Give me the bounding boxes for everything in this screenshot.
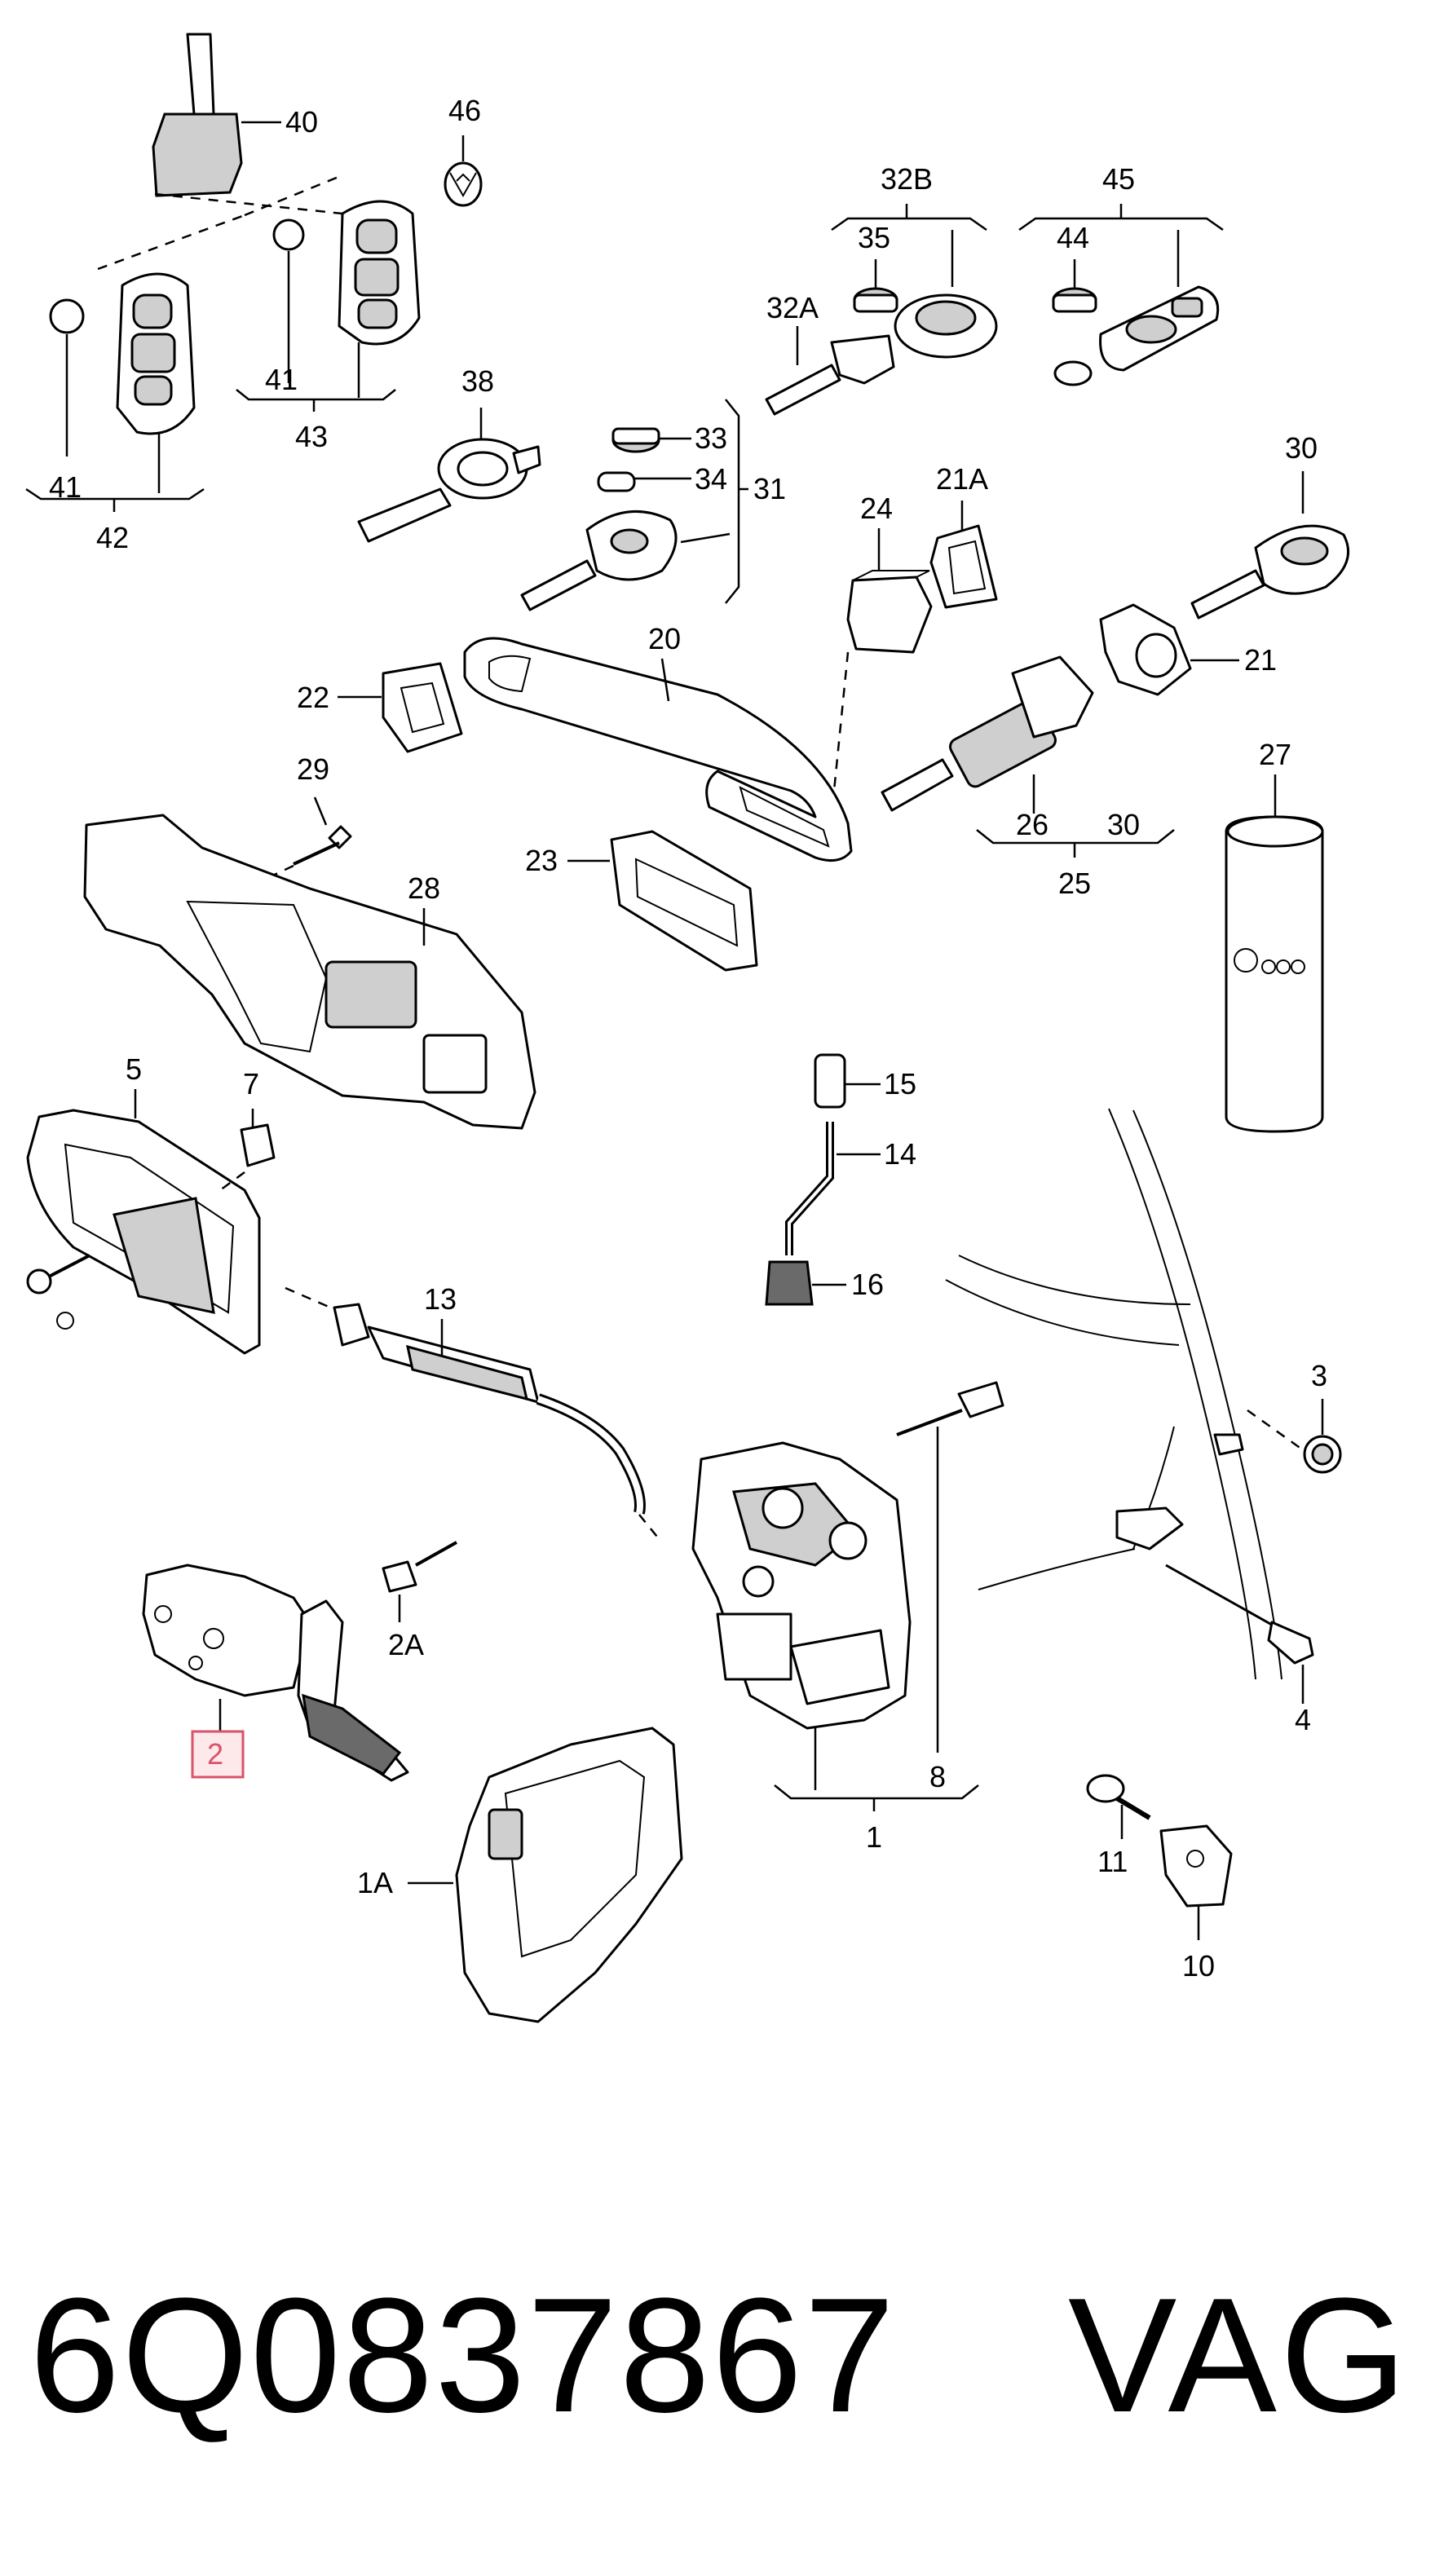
screw-part-11 [1086,1774,1151,1839]
button-part-15 [814,1053,881,1109]
callout-32b: 32B [881,162,933,196]
callout-33: 33 [695,421,727,455]
striker-plate-part-10 [1159,1824,1233,1940]
key-with-light-part-31 [520,510,731,611]
outer-handle-part-20 [463,637,853,862]
callout-21: 21 [1244,643,1277,677]
remote-housing-part-32b [894,293,998,359]
gasket-part-23 [567,830,758,972]
callout-15: 15 [884,1067,916,1101]
cap-part-24 [846,528,933,654]
spray-can-part-27 [1225,774,1324,1133]
gasket-part-21a [929,501,998,609]
callout-2a: 2A [388,1628,424,1661]
callout-44: 44 [1057,221,1089,254]
inner-handle-part-5 [26,1089,261,1355]
callout-24: 24 [860,492,893,525]
callout-42: 42 [96,521,129,554]
callout-8: 8 [929,1760,946,1793]
grommet-part-16 [765,1260,846,1306]
callout-7: 7 [243,1067,259,1101]
callout-22: 22 [297,681,329,714]
remote-key-part-45 [1053,285,1220,386]
callout-21a: 21A [936,462,988,496]
lock-bezel-part-21 [1099,603,1239,696]
folding-key-part-38 [357,408,541,543]
callout-27: 27 [1259,738,1291,771]
callout-30-top: 30 [1285,431,1318,465]
handle-carrier-part-28 [83,814,536,1130]
rod-part-14 [785,1122,881,1255]
callout-45: 45 [1102,162,1135,196]
callout-38: 38 [461,364,494,398]
key-shell-right [338,200,421,346]
vw-badge-part-46 [444,135,483,207]
lock-carrier-part-1a [408,1727,683,2023]
brand-label: VAG [1068,2265,1410,2446]
bushing-part-2a [382,1541,457,1622]
callout-1: 1 [866,1820,882,1854]
callout-20: 20 [648,622,681,655]
bulb-part-34 [597,471,691,492]
callout-13: 13 [424,1282,457,1316]
bowden-cable-part-13 [333,1303,646,1515]
key-shell-left [116,272,196,435]
o-ring-41-right [272,218,305,251]
lock-cylinder-part-26 [881,655,1094,814]
callout-4: 4 [1295,1703,1311,1736]
button-cap-part-33 [611,427,691,453]
door-opening-body [945,1108,1282,1680]
callout-34: 34 [695,462,727,496]
key-blade-part-32a [765,334,895,416]
callout-2[interactable]: 2 [207,1737,223,1771]
button-cap-part-35 [853,287,898,313]
callout-3: 3 [1311,1359,1327,1392]
screw-part-29 [293,796,352,866]
footer: 6Q0837867 VAG [0,2234,1448,2478]
key-part-30-top [1190,471,1350,620]
striker-bushing-part-3 [1247,1399,1342,1474]
callout-43: 43 [295,420,328,453]
callout-16: 16 [851,1268,884,1301]
bracket-part-2 [142,1564,409,1782]
callout-26: 26 [1016,808,1048,841]
callout-41-upper: 41 [265,363,298,396]
callout-31: 31 [753,472,786,505]
battery-part-44 [1052,287,1097,313]
door-lock-part-1 [691,1441,912,1790]
clip-part-7 [240,1109,276,1167]
bolt-part-4 [1165,1564,1314,1704]
callout-40: 40 [285,105,318,139]
callout-35: 35 [858,221,890,254]
callout-29: 29 [297,752,329,786]
callout-14: 14 [884,1137,916,1171]
callout-30-bottom: 30 [1107,808,1140,841]
part-number-label: 6Q0837867 [29,2265,897,2446]
callout-41-lower: 41 [49,470,82,504]
key-fob-blade-part-40 [152,33,281,197]
callout-23: 23 [525,844,558,877]
callout-5: 5 [126,1052,142,1086]
callout-28: 28 [408,871,440,905]
callout-10: 10 [1182,1949,1215,1983]
gasket-part-22 [338,662,463,753]
callout-1a: 1A [357,1866,393,1899]
callout-25: 25 [1058,867,1091,900]
highlight-box-part-2 [191,1730,245,1779]
pin-part-8 [896,1381,1004,1753]
o-ring-41-left [49,298,85,334]
exploded-parts-diagram: 40 41 42 41 43 46 38 [25,33,1350,2023]
screw-left [26,1254,90,1330]
callout-32a: 32A [766,291,819,324]
callout-11: 11 [1097,1845,1128,1878]
callout-46: 46 [448,94,481,127]
